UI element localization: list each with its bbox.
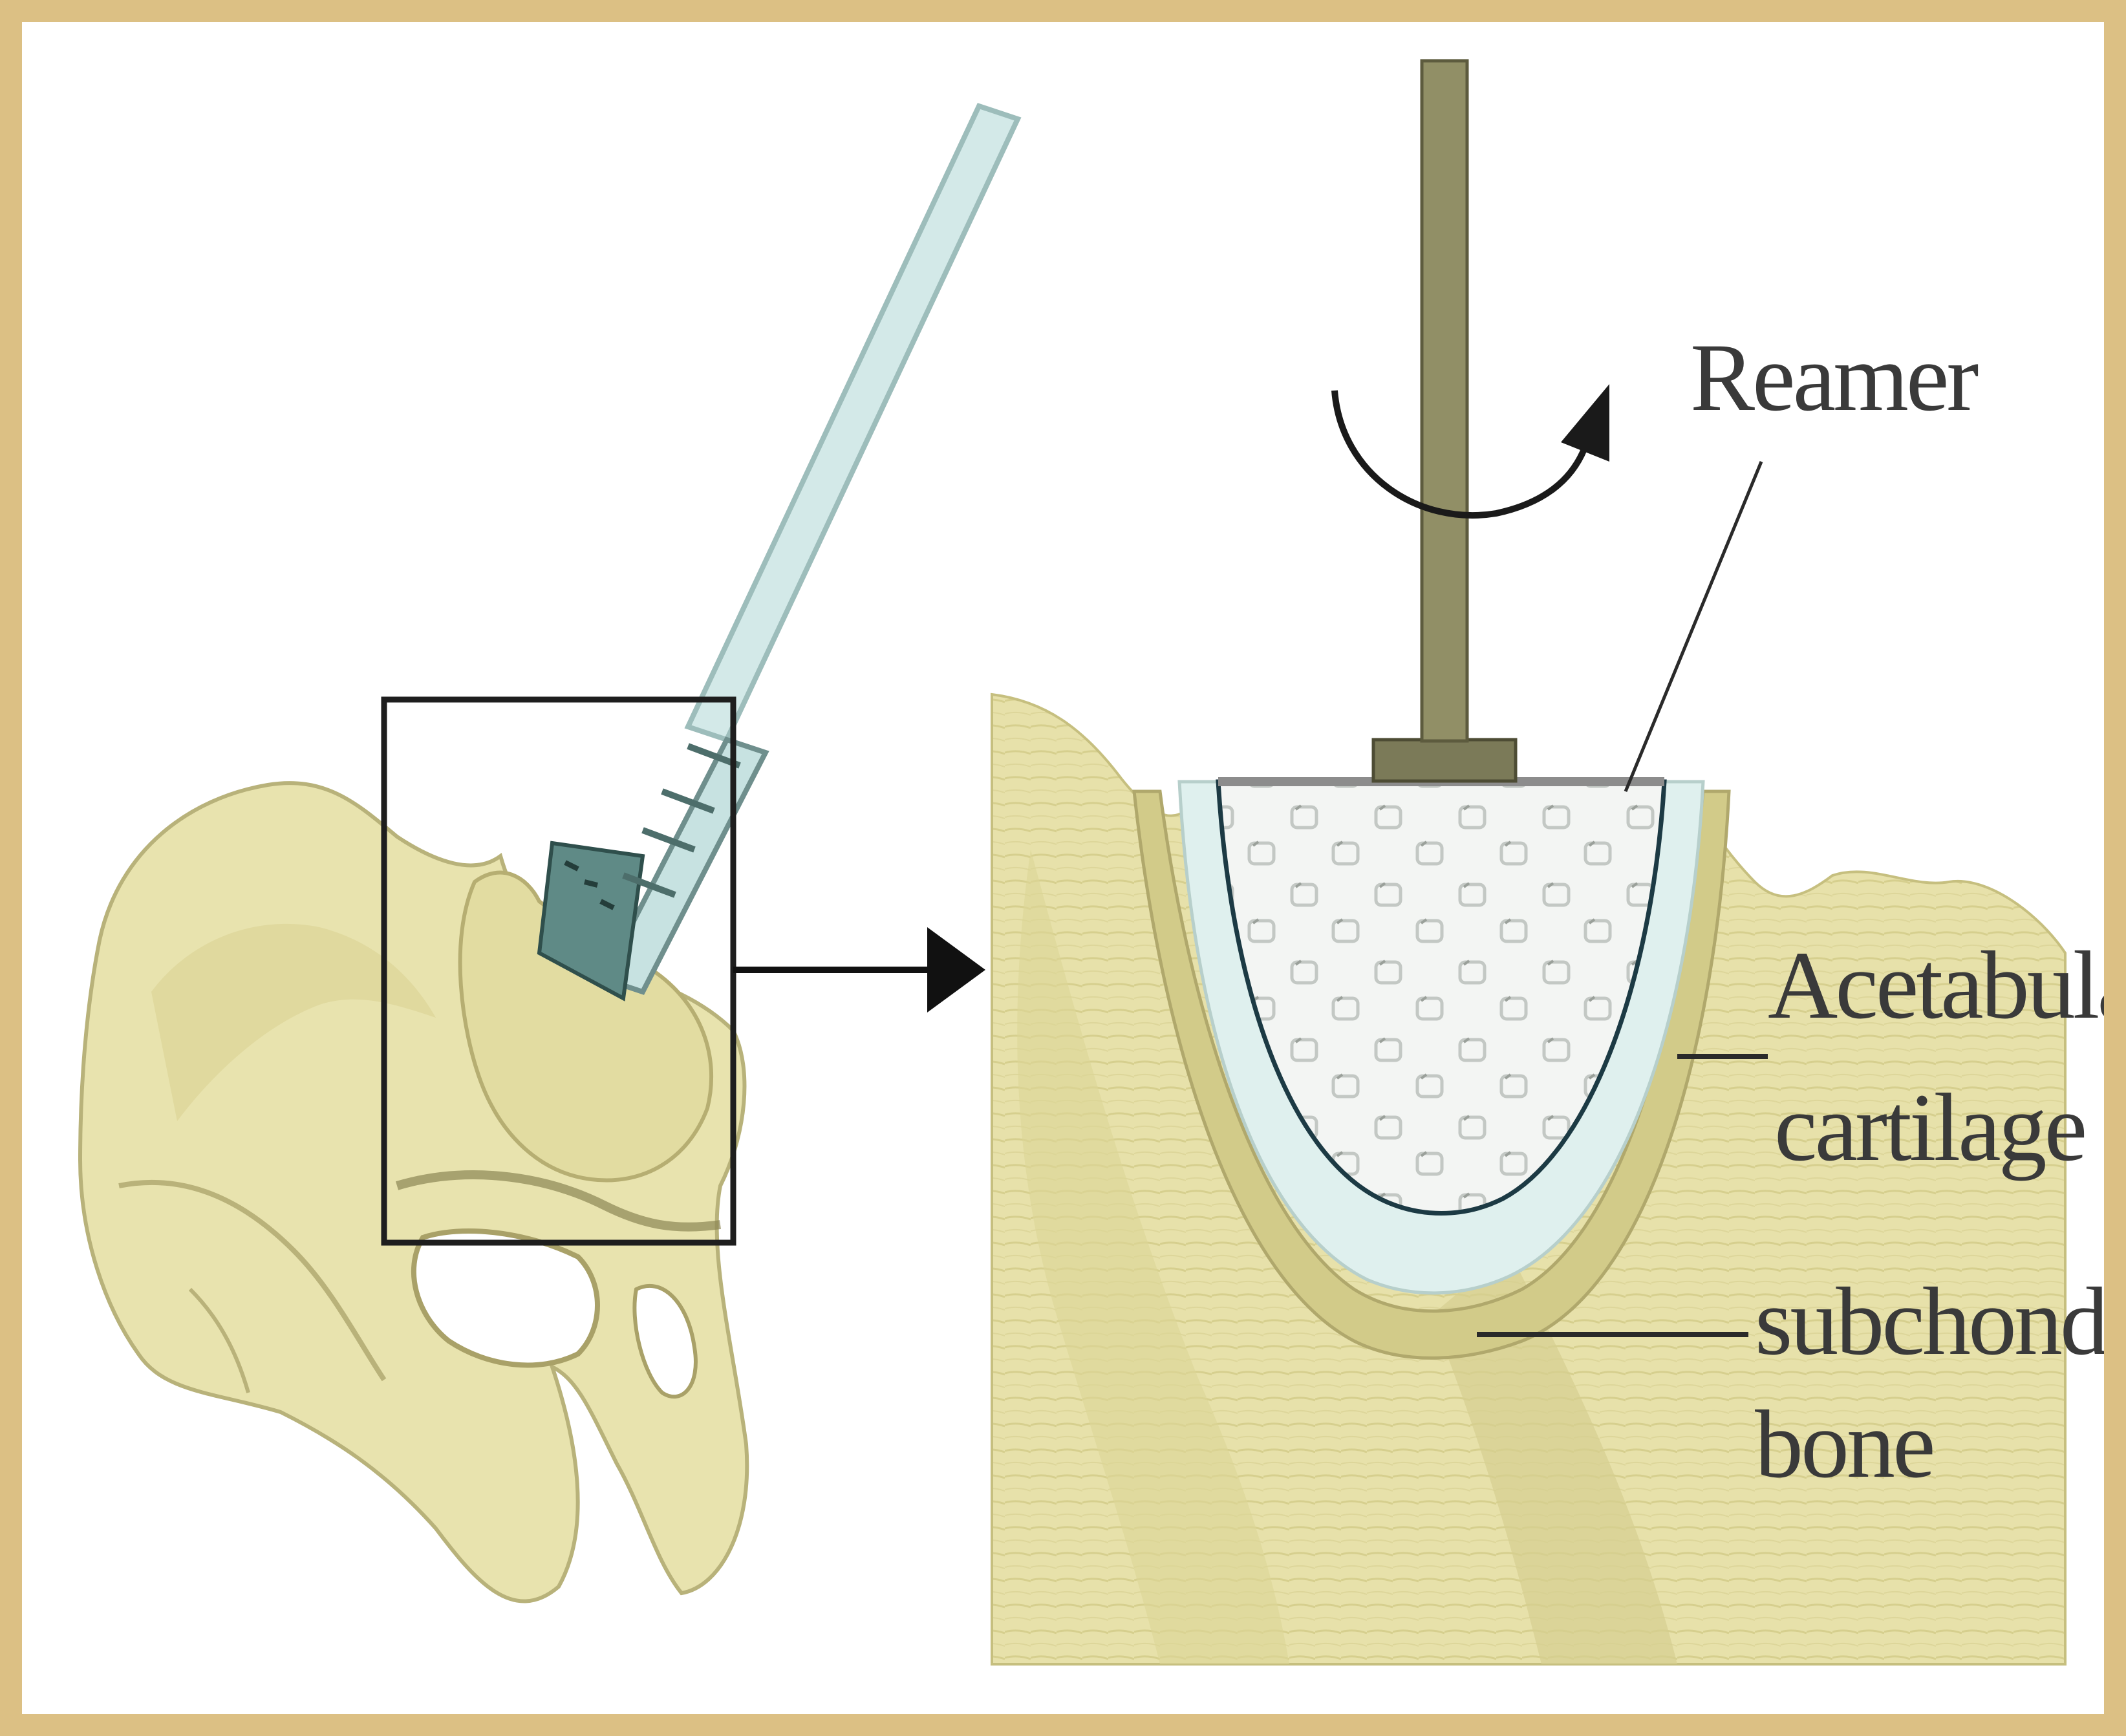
tool-handle [688,106,1018,740]
reamer-hub [1373,740,1516,781]
zoom-arrow [733,927,985,1013]
rotation-arrow-icon [1335,384,1609,515]
diagram-canvas: Reamer Acetabular cartilage subchondral … [22,22,2104,1714]
label-acetabular: Acetabular [1768,932,2104,1039]
reamer-leader-line [1626,462,1761,791]
label-reamer: Reamer [1690,324,1978,431]
reamer-shaft [1422,61,1467,741]
reaming-tool [539,106,1018,998]
label-cartilage: cartilage [1774,1074,2085,1181]
label-subchondral: subchondral [1755,1268,2104,1375]
zoomed-cross-section: Reamer Acetabular cartilage subchondral … [992,61,2104,1664]
diagram-svg: Reamer Acetabular cartilage subchondral … [22,22,2104,1714]
label-bone: bone [1755,1391,1933,1498]
